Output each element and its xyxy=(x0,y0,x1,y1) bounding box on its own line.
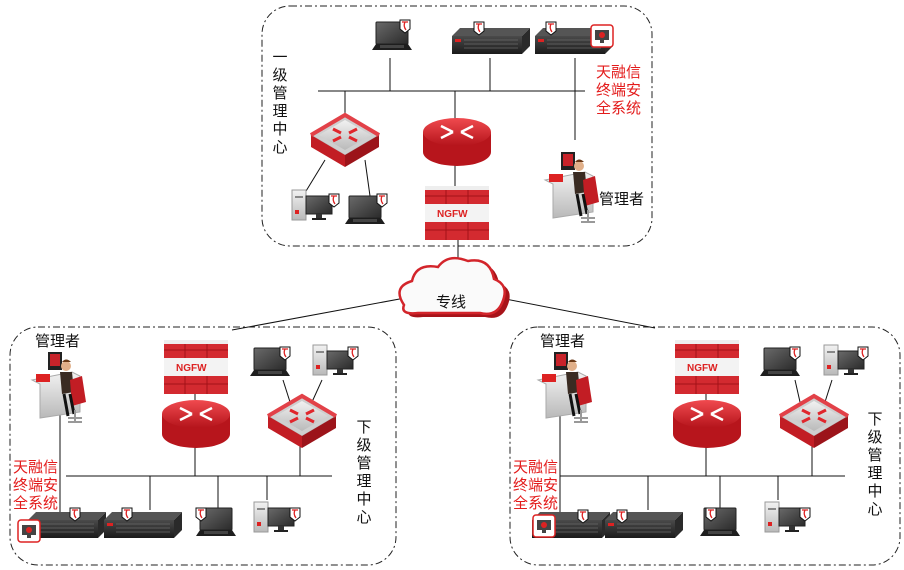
top-router xyxy=(421,116,493,168)
top-center-boundary xyxy=(261,5,653,247)
left-center-boundary xyxy=(9,326,397,566)
leased-line-label: 专线 xyxy=(436,293,467,311)
right-desktop-2 xyxy=(764,501,806,533)
left-admin-label: 管理者 xyxy=(35,332,81,350)
right-admin-workstation xyxy=(536,350,594,424)
top-admin-label: 管理者 xyxy=(599,190,645,208)
label-line: 全系统 xyxy=(513,494,559,512)
management-monitor-icon xyxy=(532,514,556,538)
right-firewall-label: NGFW xyxy=(687,363,718,374)
left-router xyxy=(160,398,232,450)
label-line: 天融信 xyxy=(13,458,59,476)
left-firewall-label: NGFW xyxy=(176,363,207,374)
left-center-title: 下级管理中心 xyxy=(356,418,372,526)
right-admin-label: 管理者 xyxy=(540,332,586,350)
label-line: 全系统 xyxy=(13,494,59,512)
management-monitor-icon xyxy=(17,519,41,543)
label-line: 终端安 xyxy=(513,476,559,494)
left-server-2 xyxy=(103,511,183,539)
right-center-links xyxy=(559,378,845,515)
top-center-title: 一级管理中心 xyxy=(272,48,288,156)
top-server-1 xyxy=(451,27,531,55)
label-line: 天融信 xyxy=(596,63,642,81)
tianrongxin-label-right: 天融信 终端安 全系统 xyxy=(513,458,558,512)
top-desktop xyxy=(291,189,333,221)
tianrongxin-label-left: 天融信 终端安 全系统 xyxy=(13,458,58,512)
left-desktop-2 xyxy=(253,501,295,533)
left-switch xyxy=(266,394,338,450)
right-center-boundary xyxy=(509,326,901,566)
label-line: 终端安 xyxy=(596,81,642,99)
label-line: 全系统 xyxy=(596,99,642,117)
right-switch xyxy=(778,394,850,450)
top-admin-workstation xyxy=(543,150,601,224)
left-desktop xyxy=(312,344,354,376)
left-admin-workstation xyxy=(30,350,88,424)
label-line: 终端安 xyxy=(13,476,59,494)
leased-line-cloud xyxy=(231,256,656,331)
label-line: 天融信 xyxy=(513,458,559,476)
top-firewall-label: NGFW xyxy=(437,209,468,220)
tianrongxin-label-top: 天融信 终端安 全系统 xyxy=(596,63,641,117)
right-router xyxy=(671,398,743,450)
top-switch xyxy=(309,113,381,169)
right-center-title: 下级管理中心 xyxy=(867,410,883,518)
management-monitor-icon xyxy=(590,24,614,48)
